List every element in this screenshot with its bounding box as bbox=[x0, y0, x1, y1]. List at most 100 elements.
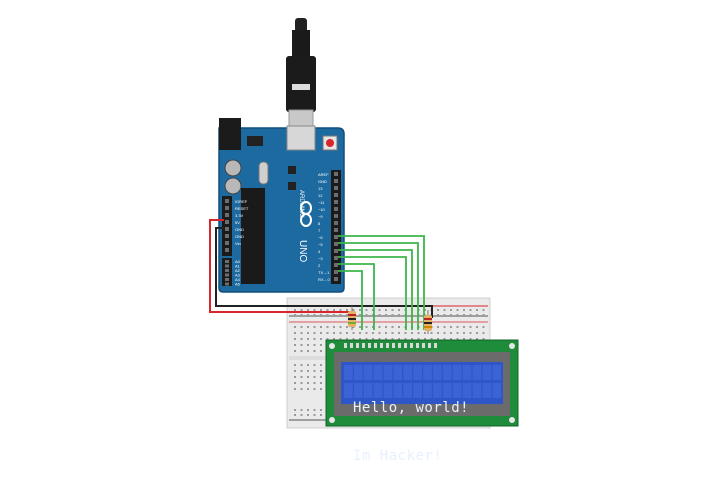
breadboard-hole bbox=[411, 332, 413, 334]
digital-pin-label: 2 bbox=[318, 263, 321, 268]
breadboard-hole bbox=[352, 332, 355, 334]
analog-pin-label: A1 bbox=[235, 264, 241, 269]
header-pin bbox=[225, 248, 229, 252]
lcd-cell bbox=[433, 383, 442, 398]
header-pin bbox=[334, 242, 338, 246]
analog-pin-label: A0 bbox=[235, 259, 241, 264]
breadboard-hole bbox=[424, 314, 426, 316]
lcd-pin bbox=[380, 343, 383, 348]
header-pin bbox=[334, 193, 338, 197]
breadboard-hole bbox=[482, 326, 485, 328]
lcd-cell bbox=[492, 383, 502, 398]
breadboard-hole bbox=[476, 326, 478, 328]
signal-wire[interactable] bbox=[338, 235, 425, 330]
lcd-pin bbox=[386, 343, 389, 348]
breadboard-hole bbox=[365, 326, 368, 328]
breadboard-hole bbox=[313, 409, 316, 411]
header-pin bbox=[225, 213, 229, 217]
breadboard-hole bbox=[424, 338, 426, 340]
header-pin bbox=[334, 179, 338, 183]
breadboard-hole bbox=[320, 326, 322, 328]
breadboard-hole bbox=[398, 326, 400, 328]
breadboard-hole bbox=[398, 332, 400, 334]
breadboard-hole bbox=[300, 338, 303, 340]
power-header[interactable] bbox=[222, 196, 232, 256]
breadboard-hole bbox=[450, 332, 452, 334]
signal-wire[interactable] bbox=[338, 249, 413, 330]
resistor[interactable] bbox=[424, 310, 432, 334]
digital-pin-label: AREF bbox=[318, 172, 329, 177]
lcd-cell bbox=[373, 383, 383, 398]
breadboard-hole bbox=[294, 314, 296, 316]
breadboard-hole bbox=[359, 338, 361, 340]
header-pin bbox=[334, 214, 338, 218]
header-pin bbox=[225, 206, 229, 210]
breadboard-hole bbox=[443, 314, 446, 316]
lcd-module[interactable] bbox=[325, 339, 519, 427]
breadboard-hole bbox=[307, 414, 309, 416]
breadboard-hole bbox=[300, 309, 303, 311]
breadboard-hole bbox=[307, 338, 309, 340]
breadboard-hole bbox=[437, 309, 439, 311]
lcd-pin bbox=[434, 343, 437, 348]
lcd-pin bbox=[392, 343, 395, 348]
breadboard-hole bbox=[326, 332, 329, 334]
ground-wire[interactable] bbox=[215, 227, 433, 318]
signal-wire[interactable] bbox=[338, 242, 419, 330]
breadboard-hole bbox=[339, 309, 342, 311]
digital-pin-label: 13 bbox=[318, 186, 323, 191]
signal-wire[interactable] bbox=[338, 270, 363, 330]
circuit-canvas: ARDUINO UNO IOREFRESET3.3V5VGNDGNDVinA0A… bbox=[209, 18, 519, 429]
breadboard-hole bbox=[450, 314, 452, 316]
lcd-pin bbox=[398, 343, 401, 348]
breadboard-hole bbox=[378, 314, 381, 316]
breadboard-hole bbox=[456, 338, 459, 340]
breadboard-hole bbox=[450, 326, 452, 328]
breadboard-hole bbox=[294, 414, 296, 416]
header-pin bbox=[225, 234, 229, 238]
breadboard-hole bbox=[476, 309, 478, 311]
header-pin bbox=[334, 221, 338, 225]
header-pin bbox=[225, 199, 229, 203]
breadboard-hole bbox=[313, 332, 316, 334]
breadboard-hole bbox=[476, 338, 478, 340]
digital-pin-label: 8 bbox=[318, 221, 321, 226]
breadboard-hole bbox=[294, 388, 296, 390]
breadboard-hole bbox=[320, 338, 322, 340]
resistor[interactable] bbox=[348, 306, 356, 330]
signal-wires[interactable] bbox=[338, 235, 425, 330]
breadboard-hole bbox=[300, 344, 303, 346]
power-pin-label: Vin bbox=[235, 241, 241, 246]
breadboard-hole bbox=[469, 314, 472, 316]
arduino-board[interactable]: ARDUINO UNO IOREFRESET3.3V5VGNDGNDVinA0A… bbox=[218, 118, 345, 293]
breadboard-hole bbox=[307, 370, 309, 372]
breadboard-hole bbox=[300, 364, 303, 366]
microcontroller-chip bbox=[241, 188, 265, 284]
arduino-logo bbox=[300, 201, 312, 227]
signal-wire[interactable] bbox=[338, 263, 375, 330]
breadboard-hole bbox=[294, 309, 296, 311]
breadboard-hole bbox=[294, 364, 296, 366]
breadboard-hole bbox=[365, 338, 368, 340]
header-pin bbox=[225, 227, 229, 231]
lcd-cell bbox=[373, 365, 383, 380]
breadboard-hole bbox=[320, 382, 322, 384]
lcd-cell bbox=[433, 365, 442, 380]
signal-wire[interactable] bbox=[338, 256, 407, 330]
digital-header[interactable] bbox=[331, 170, 341, 284]
breadboard-hole bbox=[443, 332, 446, 334]
voltage-regulator bbox=[247, 136, 263, 146]
lcd-cell bbox=[443, 383, 452, 398]
digital-pin-label: ~11 bbox=[318, 200, 325, 205]
breadboard-hole bbox=[294, 338, 296, 340]
header-pin bbox=[334, 172, 338, 176]
breadboard-hole bbox=[391, 309, 394, 311]
breadboard-hole bbox=[307, 332, 309, 334]
breadboard-hole bbox=[320, 350, 322, 352]
breadboard-hole bbox=[320, 370, 322, 372]
breadboard-hole bbox=[294, 376, 296, 378]
breadboard-hole bbox=[469, 338, 472, 340]
breadboard-hole bbox=[346, 338, 348, 340]
lcd-pin bbox=[362, 343, 365, 348]
breadboard-hole bbox=[294, 326, 296, 328]
